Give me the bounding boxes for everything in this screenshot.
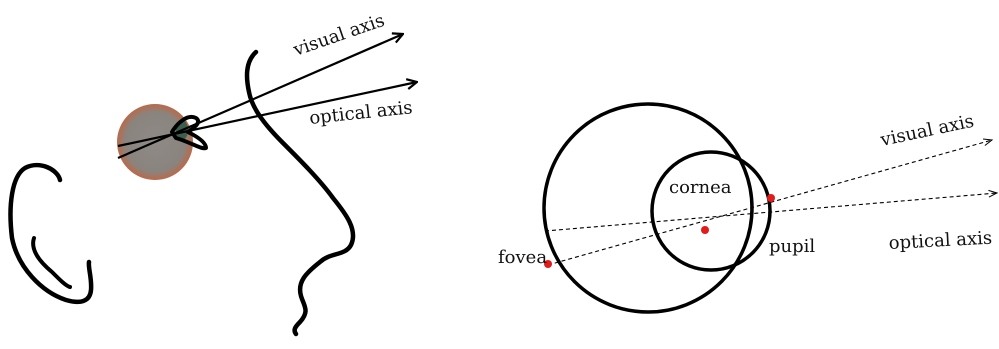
right-optical-axis-label: optical axis [888, 228, 992, 254]
face-profile [244, 49, 356, 337]
left-optical-axis-line [117, 82, 417, 148]
fovea-label: fovea [498, 247, 547, 268]
fovea-point [544, 260, 552, 268]
pupil-label: pupil [769, 236, 815, 257]
cornea-center-point [701, 226, 709, 234]
cornea-label: cornea [669, 177, 732, 198]
cornea-circle [650, 150, 772, 272]
eyeball-circle [542, 102, 754, 314]
ear-outline [8, 162, 94, 305]
right-optical-axis-line [544, 193, 997, 232]
ear-inner-fold [31, 236, 72, 289]
right-eye-model: cornea pupil fovea visual axis optical a… [498, 102, 997, 314]
left-visual-axis-label: visual axis [290, 10, 387, 61]
left-visual-axis-line [117, 34, 403, 160]
left-head-figure: visual axis optical axis [8, 10, 417, 337]
pupil-point [767, 194, 775, 202]
right-visual-axis-label: visual axis [878, 111, 976, 151]
